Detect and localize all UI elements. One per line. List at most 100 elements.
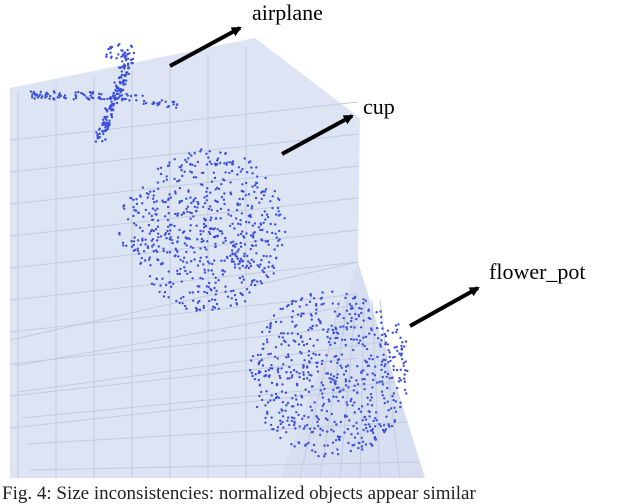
cup-point bbox=[200, 240, 203, 244]
flower-pot-point bbox=[315, 308, 318, 311]
cup-point bbox=[174, 212, 177, 216]
cup-point bbox=[181, 302, 184, 305]
cup-point bbox=[174, 190, 177, 193]
cup-point bbox=[193, 258, 196, 261]
flower-pot-point bbox=[326, 330, 329, 333]
cup-point bbox=[156, 250, 159, 253]
flower-pot-point bbox=[364, 443, 368, 446]
flower-pot-point bbox=[288, 423, 291, 427]
cup-point bbox=[251, 234, 255, 238]
flower-pot-point bbox=[379, 310, 382, 313]
airplane-point bbox=[124, 54, 128, 58]
flower-pot-point bbox=[264, 421, 267, 424]
flower-pot-point bbox=[406, 369, 409, 373]
cup-point bbox=[283, 230, 287, 234]
flower-pot-point bbox=[389, 359, 392, 363]
flower-pot-point bbox=[279, 422, 282, 426]
flower-pot-point bbox=[270, 364, 273, 367]
flower-pot-point bbox=[364, 335, 368, 338]
flower-pot-point bbox=[380, 333, 384, 337]
flower-pot-point bbox=[366, 373, 369, 376]
cup-point bbox=[136, 247, 139, 250]
airplane-point bbox=[30, 96, 34, 99]
cup-point bbox=[208, 299, 211, 303]
cup-point bbox=[151, 238, 155, 241]
flower-pot-point bbox=[334, 336, 337, 340]
cup-point bbox=[211, 298, 214, 301]
cup-point bbox=[231, 249, 234, 252]
airplane-point bbox=[125, 73, 128, 76]
airplane-point bbox=[57, 93, 61, 97]
flower-pot-point bbox=[330, 412, 333, 416]
cup-point bbox=[186, 210, 189, 213]
flower-pot-point bbox=[277, 335, 281, 338]
flower-pot-point bbox=[335, 395, 338, 399]
cup-point bbox=[274, 232, 277, 235]
cup-point bbox=[199, 247, 202, 250]
flower-pot-point bbox=[313, 401, 316, 404]
cup-point bbox=[275, 256, 278, 259]
cup-point bbox=[219, 151, 222, 154]
flower-pot-point bbox=[308, 361, 312, 364]
flower-pot-point bbox=[367, 316, 370, 320]
flower-pot-point bbox=[257, 362, 260, 366]
flower-pot-point bbox=[309, 294, 313, 297]
cup-point bbox=[168, 251, 172, 254]
flower-pot-point bbox=[399, 405, 402, 409]
airplane-point bbox=[125, 92, 128, 96]
flower-pot-point bbox=[323, 455, 326, 458]
flower-pot-point bbox=[333, 341, 337, 345]
cup-point bbox=[197, 290, 200, 293]
flower-pot-point bbox=[317, 424, 320, 428]
flower-pot-point bbox=[373, 436, 377, 439]
airplane-point bbox=[125, 79, 128, 82]
airplane-point bbox=[172, 103, 175, 106]
cup-point bbox=[235, 217, 238, 220]
cup-point bbox=[256, 264, 259, 267]
airplane-point bbox=[113, 81, 116, 84]
airplane-point bbox=[85, 96, 88, 99]
cup-point bbox=[159, 263, 163, 266]
flower-pot-point bbox=[376, 337, 380, 340]
cup-point bbox=[213, 259, 216, 262]
flower-pot-point bbox=[287, 416, 290, 419]
flower-pot-point bbox=[310, 374, 313, 377]
flower-pot-point bbox=[357, 334, 361, 338]
flower-pot-point bbox=[290, 302, 294, 306]
cup-point bbox=[152, 189, 155, 193]
flower-pot-point bbox=[296, 384, 299, 387]
flower-pot-point bbox=[269, 326, 272, 330]
flower-pot-point bbox=[399, 401, 402, 404]
cup-point bbox=[141, 186, 145, 189]
flower-pot-point bbox=[295, 411, 298, 414]
cup-point bbox=[126, 218, 130, 221]
cup-point bbox=[168, 193, 171, 196]
cup-point bbox=[180, 169, 183, 172]
flower-pot-point bbox=[368, 357, 371, 360]
cup-point bbox=[175, 299, 178, 303]
cup-point bbox=[186, 272, 189, 275]
cup-point bbox=[269, 255, 272, 258]
cup-point bbox=[189, 270, 192, 274]
flower-pot-point bbox=[362, 298, 365, 301]
cup-point bbox=[236, 202, 239, 205]
cup-point bbox=[238, 203, 242, 206]
flower-pot-point bbox=[358, 441, 361, 445]
flower-pot-point bbox=[344, 365, 348, 368]
airplane-point bbox=[40, 96, 43, 100]
flower-pot-point bbox=[355, 317, 358, 321]
flower-pot-point bbox=[339, 389, 342, 392]
cup-point bbox=[210, 289, 213, 292]
cup-point bbox=[217, 307, 220, 310]
cup-point bbox=[132, 206, 135, 209]
cup-point bbox=[271, 206, 274, 210]
flower-pot-point bbox=[250, 359, 253, 362]
cup-point bbox=[178, 179, 181, 182]
airplane-point bbox=[144, 102, 148, 105]
flower-pot-point bbox=[299, 315, 303, 318]
flower-pot-point bbox=[347, 441, 350, 445]
flower-pot-point bbox=[342, 316, 345, 320]
flower-pot-point bbox=[340, 366, 343, 370]
flower-pot-point bbox=[372, 431, 375, 435]
